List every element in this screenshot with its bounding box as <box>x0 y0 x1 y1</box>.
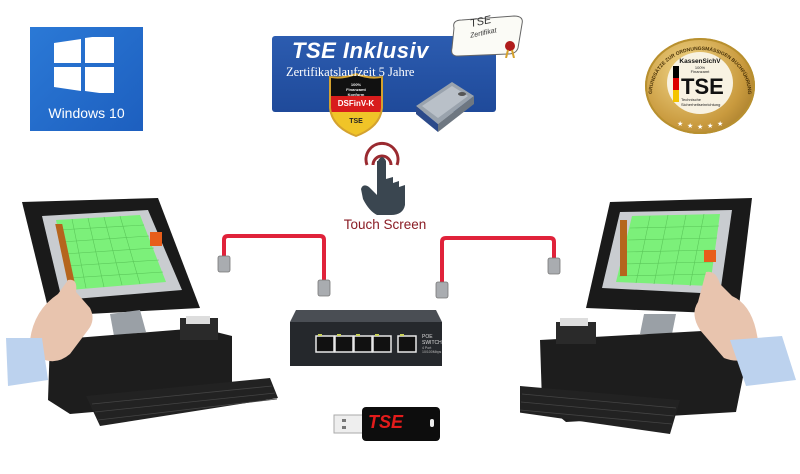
shield-line2: Finanzamt <box>346 87 366 92</box>
touch-hand-icon <box>361 142 405 215</box>
switch-body <box>290 310 442 366</box>
svg-text:★: ★ <box>687 122 693 130</box>
seal-stars: ★ ★ ★ ★ ★ <box>677 120 723 131</box>
dsfinvk-shield: 100% Finanzamt Konform DSFinV-K TSE <box>327 72 385 138</box>
right-pos-terminal <box>516 190 800 440</box>
seal-header: KassenSichV <box>679 58 721 65</box>
svg-text:★: ★ <box>697 123 703 131</box>
shield-dsfinvk: DSFinV-K <box>337 99 375 108</box>
switch-label: POE SWITCH <box>422 334 442 346</box>
tse-dongle: TSE <box>328 403 443 443</box>
pos-terminal-illustration <box>6 198 278 426</box>
shield-line3: Konform <box>347 92 365 97</box>
poe-switch: POE SWITCH 4 Port 10/100Mbps <box>286 304 444 368</box>
dongle-label: TSE <box>368 412 404 432</box>
seal-line1: 100% <box>694 65 706 70</box>
seal-tse: TSE <box>681 74 724 99</box>
windows-logo-icon <box>54 37 114 93</box>
seal-ring: GRUNDSÄTZE ZUR ORDNUNGSMÄSSIGEN BUCHFÜHR… <box>645 38 752 131</box>
german-flag-bar <box>673 66 679 102</box>
tse-usb-stick <box>408 76 478 134</box>
shield-icon <box>329 73 383 137</box>
seal-inner: KassenSichV 100% Finanzamt TSE Technisch… <box>667 52 733 114</box>
kassensichv-seal: KassenSichV 100% Finanzamt TSE Technisch… <box>645 38 755 134</box>
banner-subtitle: Zertifikatslaufzeit 5 Jahre <box>286 65 415 79</box>
touch-screen-label: Touch Screen <box>343 217 427 232</box>
left-pos-terminal <box>0 190 280 440</box>
scroll-icon <box>451 15 523 58</box>
svg-text:★: ★ <box>717 120 723 128</box>
rj45-plug-3 <box>435 281 449 299</box>
pos-terminal-illustration <box>516 198 796 434</box>
switch-spec: 4 Port 10/100Mbps <box>422 346 442 354</box>
svg-text:★: ★ <box>707 122 713 130</box>
rj45-plug-2 <box>317 279 331 297</box>
shield-line1: 100% <box>350 82 362 87</box>
svg-text:GRUNDSÄTZE ZUR ORDNUNGSMÄSSIGE: GRUNDSÄTZE ZUR ORDNUNGSMÄSSIGEN BUCHFÜHR… <box>645 38 752 95</box>
touch-screen-feature: Touch Screen <box>335 137 435 237</box>
usb-dongle-icon <box>333 407 440 441</box>
shield-tse: TSE <box>349 118 363 125</box>
usb-stick-icon <box>416 82 474 132</box>
windows-10-badge: Windows 10 <box>30 27 143 131</box>
windows-label: Windows 10 <box>48 105 125 121</box>
seal-line2: Finanzamt <box>690 69 710 74</box>
seal-ring-text: GRUNDSÄTZE ZUR ORDNUNGSMÄSSIGEN BUCHFÜHR… <box>645 38 752 95</box>
certificate-scroll: TSE Zertifikat <box>448 14 528 58</box>
banner-title: TSE Inklusiv <box>292 38 429 63</box>
svg-text:★: ★ <box>677 120 683 128</box>
